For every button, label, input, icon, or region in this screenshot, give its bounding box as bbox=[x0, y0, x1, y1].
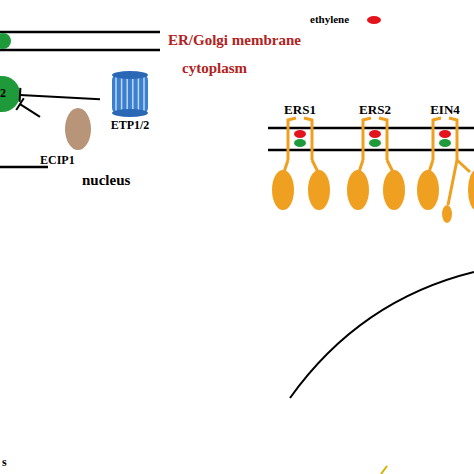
region-label: cytoplasm bbox=[182, 60, 247, 77]
fragment-label: s bbox=[2, 455, 7, 470]
protein-oval-shape bbox=[65, 108, 91, 150]
node-label: ERS2 bbox=[345, 102, 405, 118]
barrel-stripe bbox=[126, 76, 128, 112]
ethylene-site bbox=[369, 130, 381, 138]
receptor-label-box: EIN4 bbox=[415, 102, 474, 118]
yellow-mark bbox=[381, 466, 387, 474]
inhibition-connector bbox=[16, 98, 40, 117]
inhibition-bar bbox=[19, 88, 22, 102]
protein-blob-shape bbox=[0, 76, 20, 112]
barrel-body bbox=[112, 74, 148, 114]
legend-swatch-dot bbox=[367, 16, 381, 24]
receptor-symbol bbox=[284, 118, 318, 172]
node-label: 2 bbox=[0, 86, 6, 101]
barrel-cap bbox=[112, 71, 148, 79]
legend-swatch bbox=[366, 15, 382, 25]
inhibition-bar bbox=[16, 98, 24, 110]
curve-line bbox=[290, 272, 474, 398]
receptor-domain bbox=[468, 170, 474, 210]
node-label: EIN4 bbox=[415, 102, 474, 118]
node-label: ETP1/2 bbox=[100, 118, 160, 133]
membrane-line bbox=[268, 127, 474, 130]
receptor-label-box: ERS2 bbox=[345, 102, 405, 118]
ethylene-site bbox=[439, 130, 451, 138]
copper-site bbox=[294, 139, 306, 147]
membrane-line bbox=[0, 49, 160, 52]
connector-line bbox=[20, 95, 100, 99]
channel-protein: ETP1/2 bbox=[100, 70, 160, 132]
barrel-stripe bbox=[115, 76, 117, 112]
ethylene-site bbox=[294, 130, 306, 138]
membrane-line bbox=[0, 31, 160, 34]
receptor-domain bbox=[308, 170, 330, 210]
receptor-domain bbox=[442, 205, 452, 223]
protein-oval: ECIP1 bbox=[40, 105, 100, 167]
copper-site bbox=[369, 139, 381, 147]
node-label: ECIP1 bbox=[40, 153, 75, 168]
connector-line bbox=[20, 104, 40, 117]
node-label: ERS1 bbox=[270, 102, 330, 118]
membrane-line bbox=[268, 149, 474, 152]
barrel-stripe bbox=[143, 76, 145, 112]
barrel-stripe bbox=[132, 76, 134, 112]
copper-site bbox=[439, 139, 451, 147]
inhibition-connector bbox=[20, 88, 100, 102]
region-label: ER/Golgi membrane bbox=[168, 32, 301, 49]
barrel-stripe bbox=[138, 76, 140, 112]
receptor-domain bbox=[272, 170, 294, 210]
receptor-domain bbox=[417, 170, 439, 210]
membrane-protein bbox=[0, 33, 11, 49]
barrel-stripe bbox=[121, 76, 123, 112]
legend-text: ethylene bbox=[310, 13, 349, 25]
protein-blob: 2 bbox=[0, 76, 20, 112]
receptor-symbol bbox=[359, 118, 393, 172]
barrel-cap bbox=[112, 109, 148, 117]
receptor-label-box: ERS1 bbox=[270, 102, 330, 118]
receptor-domain bbox=[347, 170, 369, 210]
receptor-domain bbox=[383, 170, 405, 210]
region-label: nucleus bbox=[82, 172, 130, 189]
